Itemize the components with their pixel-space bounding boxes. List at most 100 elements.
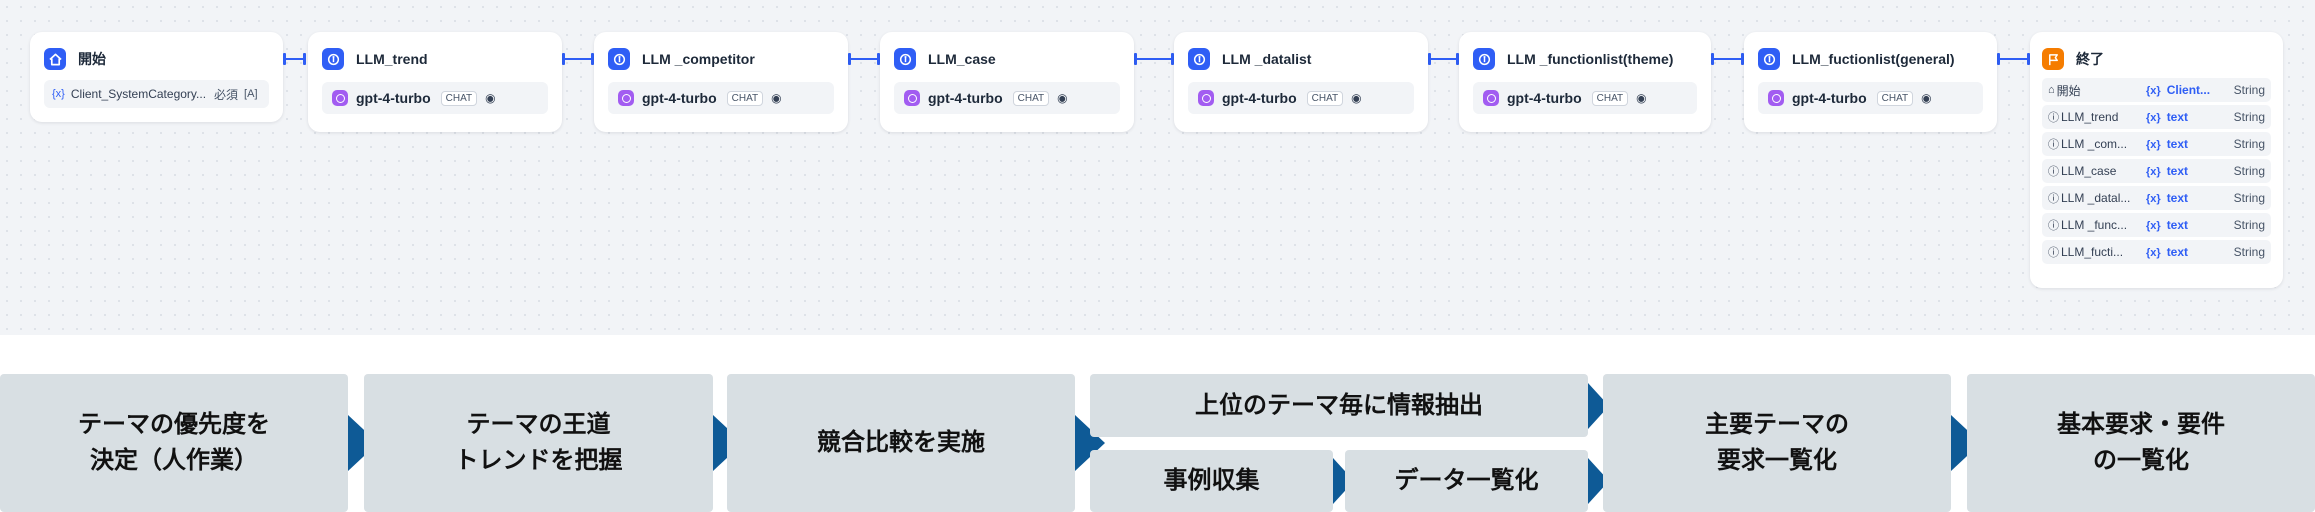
llm-input-port[interactable] xyxy=(877,53,880,65)
text-type-icon: [A] xyxy=(244,88,258,100)
llm-icon: ⓘ xyxy=(2048,220,2059,232)
llm-icon: ⓘ xyxy=(2048,247,2059,259)
model-mode-badge: CHAT xyxy=(1012,90,1050,106)
llm-node-competitor[interactable]: LLM _competitor gpt-4-turbo CHAT ◉ xyxy=(594,32,848,132)
output-variable: text xyxy=(2166,245,2189,259)
llm-icon xyxy=(1188,48,1210,70)
step-label: 主要テーマの 要求一覧化 xyxy=(1705,411,1849,474)
llm-node-case[interactable]: LLM_case gpt-4-turbo CHAT ◉ xyxy=(880,32,1134,132)
llm-input-port[interactable] xyxy=(1171,53,1174,65)
llm-output-port[interactable] xyxy=(1997,53,2000,65)
model-selector[interactable]: gpt-4-turbo CHAT ◉ xyxy=(322,82,548,114)
output-variable: text xyxy=(2166,110,2189,124)
model-selector[interactable]: gpt-4-turbo CHAT ◉ xyxy=(1758,82,1983,114)
variable-icon: {x} xyxy=(2146,85,2161,97)
variable-icon: {x} xyxy=(2146,193,2161,205)
llm-input-port[interactable] xyxy=(303,53,306,65)
variable-icon: {x} xyxy=(2146,166,2161,178)
llm-input-port[interactable] xyxy=(1741,53,1744,65)
end-input-port[interactable] xyxy=(2027,53,2030,65)
output-type: String xyxy=(2233,218,2265,232)
step-label: テーマの優先度を 決定（人作業） xyxy=(78,411,270,474)
model-selector[interactable]: gpt-4-turbo CHAT ◉ xyxy=(1473,82,1697,114)
model-mode-badge: CHAT xyxy=(1306,90,1344,106)
eye-icon[interactable]: ◉ xyxy=(1057,91,1068,105)
llm-input-port[interactable] xyxy=(1456,53,1459,65)
openai-icon xyxy=(1483,90,1499,106)
edge xyxy=(565,58,591,60)
process-step-priority: テーマの優先度を 決定（人作業） xyxy=(0,374,348,512)
llm-node-fuctionlist-general[interactable]: LLM_fuctionlist(general) gpt-4-turbo CHA… xyxy=(1744,32,1997,132)
llm-node-title: LLM _datalist xyxy=(1222,51,1312,67)
variable-icon: {x} xyxy=(2146,112,2161,124)
process-step-theme-requirements: 主要テーマの 要求一覧化 xyxy=(1603,374,1951,512)
home-icon: ⌂ xyxy=(2048,84,2055,96)
llm-node-functionlist-theme[interactable]: LLM _functionlist(theme) gpt-4-turbo CHA… xyxy=(1459,32,1711,132)
edge xyxy=(286,58,303,60)
step-label: 基本要求・要件 の一覧化 xyxy=(2057,411,2225,474)
llm-output-port[interactable] xyxy=(1711,53,1714,65)
model-mode-badge: CHAT xyxy=(1591,90,1629,106)
process-step-basic-requirements: 基本要求・要件 の一覧化 xyxy=(1967,374,2315,512)
start-node[interactable]: 開始 {x} Client_SystemCategory... 必須 [A] xyxy=(30,32,283,122)
workflow-canvas[interactable]: 開始 {x} Client_SystemCategory... 必須 [A] L… xyxy=(0,0,2315,335)
model-name: gpt-4-turbo xyxy=(642,90,717,106)
llm-icon xyxy=(894,48,916,70)
output-source: 開始 xyxy=(2056,83,2081,98)
model-name: gpt-4-turbo xyxy=(1222,90,1297,106)
start-variable-row[interactable]: {x} Client_SystemCategory... 必須 [A] xyxy=(44,80,269,108)
llm-node-title: LLM _functionlist(theme) xyxy=(1507,51,1674,67)
model-name: gpt-4-turbo xyxy=(1507,90,1582,106)
openai-icon xyxy=(332,90,348,106)
process-step-cases: 事例収集 xyxy=(1090,450,1333,512)
step-label: 上位のテーマ毎に情報抽出 xyxy=(1195,391,1483,419)
eye-icon[interactable]: ◉ xyxy=(771,91,782,105)
step-label: 事例収集 xyxy=(1163,467,1260,494)
edge xyxy=(2000,58,2027,60)
openai-icon xyxy=(618,90,634,106)
start-variable-name: Client_SystemCategory... xyxy=(70,87,207,101)
llm-icon: ⓘ xyxy=(2048,139,2059,151)
llm-input-port[interactable] xyxy=(591,53,594,65)
model-selector[interactable]: gpt-4-turbo CHAT ◉ xyxy=(1188,82,1414,114)
llm-icon: ⓘ xyxy=(2048,193,2059,205)
start-output-port[interactable] xyxy=(283,53,286,65)
llm-output-port[interactable] xyxy=(848,53,851,65)
variable-icon: {x} xyxy=(2146,220,2161,232)
model-name: gpt-4-turbo xyxy=(356,90,431,106)
end-output-row[interactable]: ⌂開始 {x}Client... String xyxy=(2042,78,2271,102)
output-type: String xyxy=(2233,191,2265,205)
start-node-title: 開始 xyxy=(78,51,106,67)
process-step-trend: テーマの王道 トレンドを把握 xyxy=(364,374,713,512)
model-selector[interactable]: gpt-4-turbo CHAT ◉ xyxy=(608,82,834,114)
llm-icon xyxy=(1758,48,1780,70)
model-selector[interactable]: gpt-4-turbo CHAT ◉ xyxy=(894,82,1120,114)
flag-icon xyxy=(2042,48,2064,70)
step-label: データ一覧化 xyxy=(1394,467,1539,494)
llm-node-trend[interactable]: LLM_trend gpt-4-turbo CHAT ◉ xyxy=(308,32,562,132)
eye-icon[interactable]: ◉ xyxy=(1351,91,1362,105)
variable-icon: {x} xyxy=(2146,139,2161,151)
llm-node-title: LLM_case xyxy=(928,51,996,67)
output-source: LLM_fucti... xyxy=(2061,245,2124,259)
llm-output-port[interactable] xyxy=(562,53,565,65)
eye-icon[interactable]: ◉ xyxy=(1921,91,1932,105)
process-step-extract: 上位のテーマ毎に情報抽出 xyxy=(1090,374,1588,437)
openai-icon xyxy=(904,90,920,106)
llm-node-datalist[interactable]: LLM _datalist gpt-4-turbo CHAT ◉ xyxy=(1174,32,1428,132)
step-label: テーマの王道 トレンドを把握 xyxy=(454,411,623,474)
output-variable: text xyxy=(2166,137,2189,151)
llm-icon xyxy=(608,48,630,70)
eye-icon[interactable]: ◉ xyxy=(1636,91,1647,105)
llm-output-port[interactable] xyxy=(1428,53,1431,65)
llm-output-port[interactable] xyxy=(1134,53,1137,65)
llm-icon: ⓘ xyxy=(2048,112,2059,124)
eye-icon[interactable]: ◉ xyxy=(485,91,496,105)
